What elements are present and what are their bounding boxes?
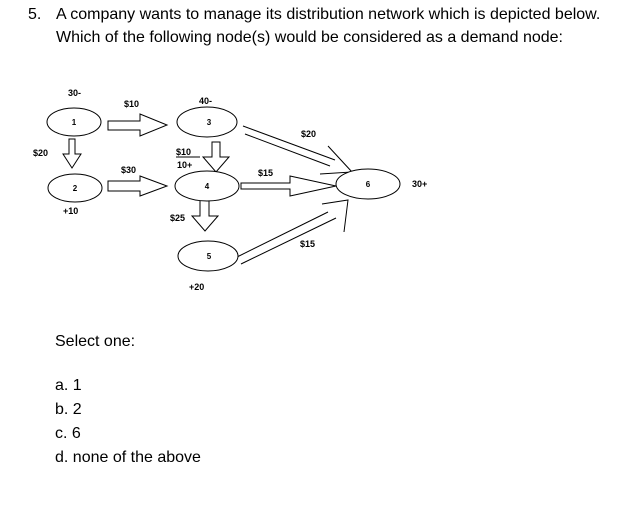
edge-3-4-cost: $10 (176, 147, 191, 157)
edge-3-6-cost: $20 (301, 129, 316, 139)
node-3-label: 3 (207, 118, 212, 127)
arrow-3-to-6 (242, 125, 354, 175)
node-2-supply: +10 (63, 206, 78, 216)
option-b-letter: b. (55, 401, 69, 418)
node-4 (174, 170, 240, 202)
node-4-label: 4 (205, 182, 210, 191)
node-1-label: 1 (72, 118, 77, 127)
node-6 (335, 168, 401, 200)
question-text-line1: A company wants to manage its distributi… (56, 6, 601, 23)
option-b-text: 2 (72, 401, 82, 418)
edge-5-6-cost: $15 (300, 239, 315, 249)
option-d[interactable]: d. none of the above (55, 449, 201, 467)
node-5-supply: +20 (189, 282, 204, 292)
node-2-label: 2 (73, 184, 78, 193)
edge-4-5-cost: $25 (170, 213, 185, 223)
arrow-5-to-6 (234, 199, 349, 265)
arrow-1-to-3 (107, 113, 169, 137)
node-3 (176, 106, 238, 138)
option-d-text: none of the above (72, 449, 201, 466)
edge-1-3-cost: $10 (124, 99, 139, 109)
arrow-3-to-4 (201, 141, 231, 173)
arrow-4-to-5 (190, 199, 220, 232)
option-c-text: 6 (71, 425, 81, 442)
node-5 (177, 240, 239, 272)
arrow-4-to-6 (240, 175, 337, 197)
option-b[interactable]: b. 2 (55, 401, 82, 419)
arrow-1-to-2 (62, 138, 82, 169)
arrow-2-to-4 (107, 175, 169, 197)
node-6-supply: 30+ (412, 179, 427, 189)
question-text-line2: Which of the following node(s) would be … (56, 29, 563, 46)
select-one-prompt: Select one: (55, 333, 136, 350)
node-2 (47, 173, 103, 203)
option-c-letter: c. (55, 425, 68, 442)
node-5-label: 5 (207, 252, 212, 261)
option-d-letter: d. (55, 449, 69, 466)
network-diagram: 1 2 3 4 5 6 30- +10 40- 10+ +20 30+ $10 … (33, 88, 427, 292)
question-number: 5. (28, 6, 42, 23)
edge-1-2-cost: $20 (33, 148, 48, 158)
node-1 (46, 107, 102, 137)
node-4-supply: 10+ (177, 160, 192, 170)
node-6-label: 6 (366, 180, 371, 189)
option-a-text: 1 (72, 377, 82, 394)
node-1-supply: 30- (68, 88, 81, 98)
edge-4-6-cost: $15 (258, 168, 273, 178)
edge-2-4-cost: $30 (121, 165, 136, 175)
option-a-letter: a. (55, 377, 69, 394)
option-c[interactable]: c. 6 (55, 425, 81, 443)
option-a[interactable]: a. 1 (55, 377, 82, 395)
node-3-supply: 40- (199, 96, 212, 106)
